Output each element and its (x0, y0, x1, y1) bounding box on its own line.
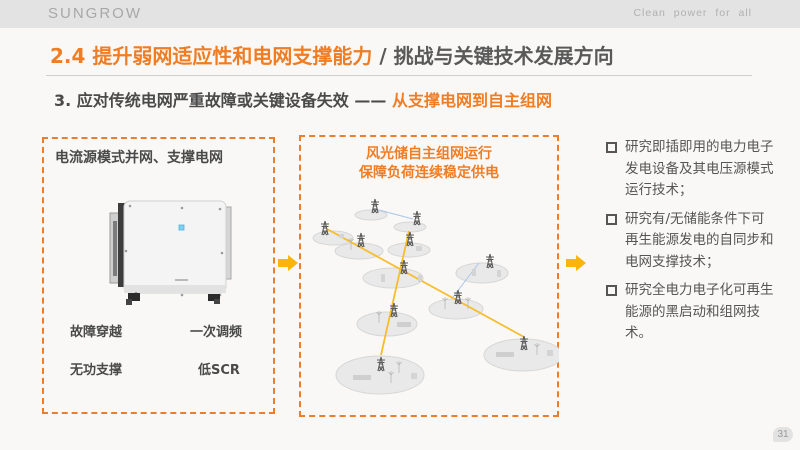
feature-primary-frequency: 一次调频 (190, 325, 243, 340)
middle-title-line2: 保障负荷连续稳定供电 (359, 165, 499, 181)
middle-panel: 风光储自主组网运行 保障负荷连续稳定供电 (299, 135, 559, 417)
left-panel-title: 电流源模式并网、支撑电网 (55, 150, 223, 166)
bullet-item: 研究有/无储能条件下可再生能源发电的自同步和电网支撑技术； (605, 209, 775, 274)
feature-reactive-support: 无功支撑 (70, 363, 123, 378)
page-title: 2.4 提升弱网适应性和电网支撑能力 / 挑战与关键技术发展方向 (50, 40, 614, 69)
checkbox-square-icon (606, 142, 617, 153)
header-bar: SUNGROW Clean power for all (0, 0, 800, 28)
bullet-text: 研究全电力电子化可再生能源的黑启动和组网技术。 (625, 282, 774, 341)
title-main: 2.4 提升弱网适应性和电网支撑能力 (50, 44, 373, 68)
arrow-right-icon (566, 255, 586, 271)
section-subtitle: 3. 应对传统电网严重故障或关键设备失效 —— 从支撑电网到自主组网 (54, 87, 552, 111)
bullet-item: 研究即插即用的电力电子发电设备及其电压源模式运行技术； (605, 137, 775, 202)
sungrow-logo: SUNGROW (48, 5, 142, 22)
middle-title-line1: 风光储自主组网运行 (366, 146, 492, 162)
research-bullet-list: 研究即插即用的电力电子发电设备及其电压源模式运行技术； 研究有/无储能条件下可再… (605, 137, 775, 352)
bullet-text: 研究有/无储能条件下可再生能源发电的自同步和电网支撑技术； (625, 210, 774, 270)
microgrid-network-diagram (312, 198, 559, 395)
bullet-item: 研究全电力电子化可再生能源的黑启动和组网技术。 (605, 280, 775, 345)
tagline: Clean power for all (633, 7, 752, 19)
arrow-right-icon (278, 255, 298, 271)
title-rest: / 挑战与关键技术发展方向 (372, 44, 614, 68)
page-number: 31 (773, 427, 793, 442)
subtitle-highlight: 从支撑电网到自主组网 (391, 91, 552, 110)
checkbox-square-icon (606, 285, 617, 296)
middle-panel-title: 风光储自主组网运行 保障负荷连续稳定供电 (301, 145, 557, 183)
feature-fault-ride-through: 故障穿越 (70, 325, 123, 340)
bullet-text: 研究即插即用的电力电子发电设备及其电压源模式运行技术； (625, 139, 774, 198)
checkbox-square-icon (606, 213, 617, 225)
inverter-image (109, 200, 232, 305)
subtitle-prefix: 3. 应对传统电网严重故障或关键设备失效 —— (54, 91, 392, 110)
title-divider (46, 75, 752, 76)
left-panel: 电流源模式并网、支撑电网 故障穿越 一次调频 无功支撑 低SCR (42, 137, 275, 414)
feature-low-scr: 低SCR (198, 363, 240, 378)
